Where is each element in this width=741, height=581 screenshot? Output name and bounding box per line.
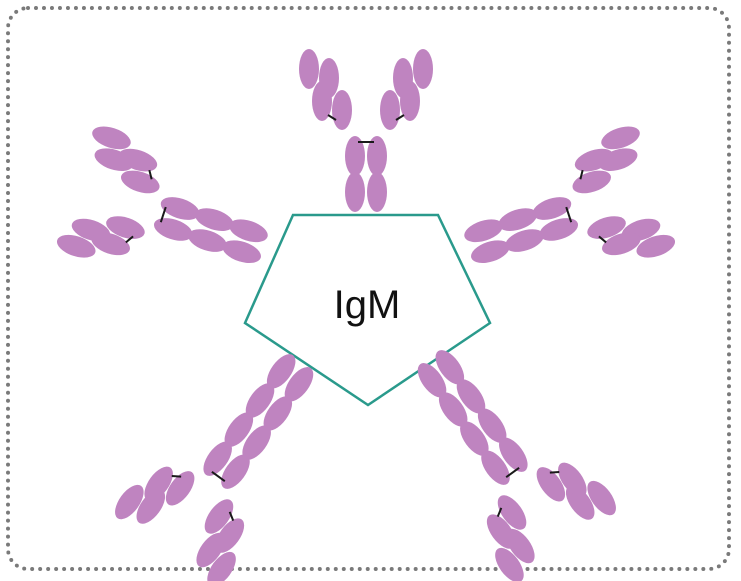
heavy-light-disulfide-bond [549,471,560,474]
light-chain-domain [400,81,420,121]
heavy-chain-constant-domain [245,383,275,418]
heavy-chain-constant-domain [266,354,296,389]
light-chain-domain [312,81,332,121]
igm-monomers [56,49,676,581]
interchain-disulfide-bond [159,206,167,223]
light-chain-domain [207,551,236,581]
heavy-light-disulfide-bond [395,114,405,121]
heavy-light-disulfide-bond [228,511,235,522]
heavy-chain-constant-domain [456,379,486,414]
light-chain-domain [115,484,144,520]
igm-monomer-2 [464,126,676,264]
heavy-light-disulfide-bond [598,235,607,244]
heavy-chain-constant-domain [221,454,250,489]
interchain-disulfide-bond [565,206,573,223]
heavy-chain-constant-domain [367,136,387,176]
interchain-disulfide-bond [211,470,226,483]
light-chain-domain [91,232,130,256]
light-chain-domain [56,234,96,258]
heavy-chain-constant-domain [188,229,227,252]
light-chain-domain [92,126,131,150]
light-chain-domain [486,514,516,549]
heavy-chain-constant-domain [160,197,200,220]
light-chain-domain [602,232,641,256]
heavy-chain-constant-domain [499,437,528,472]
heavy-chain-constant-domain [505,229,544,252]
pentamer-core [243,213,492,407]
heavy-chain-constant-domain [263,396,293,431]
heavy-chain-fab-domain [332,90,352,130]
light-chain-domain [299,49,319,89]
heavy-chain-fab-domain [204,499,234,534]
igm-monomer-3 [417,350,616,581]
heavy-chain-constant-domain [367,172,387,212]
heavy-chain-constant-domain [532,197,572,220]
light-chain-domain [636,234,676,258]
dotted-frame [6,6,731,571]
heavy-chain-constant-domain [460,421,489,456]
igm-monomer-4 [115,354,314,581]
heavy-light-disulfide-bond [579,169,584,180]
heavy-chain-constant-domain [539,218,579,241]
igm-label: IgM [334,283,401,327]
heavy-light-disulfide-bond [148,169,153,180]
heavy-chain-fab-domain [380,90,400,130]
heavy-chain-constant-domain [481,450,510,485]
light-chain-domain [215,518,245,553]
heavy-chain-constant-domain [477,408,507,443]
heavy-chain-constant-domain [284,367,314,402]
light-chain-domain [601,126,640,150]
heavy-light-disulfide-bond [496,507,503,518]
heavy-chain-constant-domain [224,412,254,447]
heavy-chain-fab-domain [497,495,527,530]
heavy-chain-constant-domain [345,172,365,212]
light-chain-domain [413,49,433,89]
heavy-light-disulfide-bond [171,475,182,478]
heavy-chain-constant-domain [438,392,468,427]
light-chain-domain [495,547,524,581]
heavy-chain-constant-domain [345,136,365,176]
heavy-chain-constant-domain [194,208,234,231]
heavy-chain-constant-domain [222,240,261,264]
igm-monomer-5 [56,126,268,264]
heavy-chain-constant-domain [417,363,447,398]
light-chain-domain [574,148,614,172]
heavy-chain-constant-domain [242,425,271,460]
heavy-chain-constant-domain [435,350,465,385]
heavy-light-disulfide-bond [125,235,134,244]
heavy-chain-constant-domain [464,219,503,243]
heavy-chain-fab-domain [165,471,195,506]
heavy-chain-constant-domain [498,208,538,231]
light-chain-domain [118,148,158,172]
light-chain-domain [587,480,616,516]
heavy-light-disulfide-bond [327,114,337,121]
heavy-chain-fab-domain [536,467,566,502]
light-chain-domain [558,462,587,498]
heavy-chain-constant-domain [229,219,268,243]
heavy-chain-constant-domain [203,441,232,476]
heavy-chain-constant-domain [153,218,193,241]
heavy-chain-constant-domain [471,240,510,264]
interchain-disulfide-bond [505,466,520,479]
heavy-chain-fab-domain [106,216,145,239]
igm-monomer-1 [299,49,433,212]
light-chain-domain [144,466,173,502]
heavy-chain-fab-domain [587,216,626,239]
